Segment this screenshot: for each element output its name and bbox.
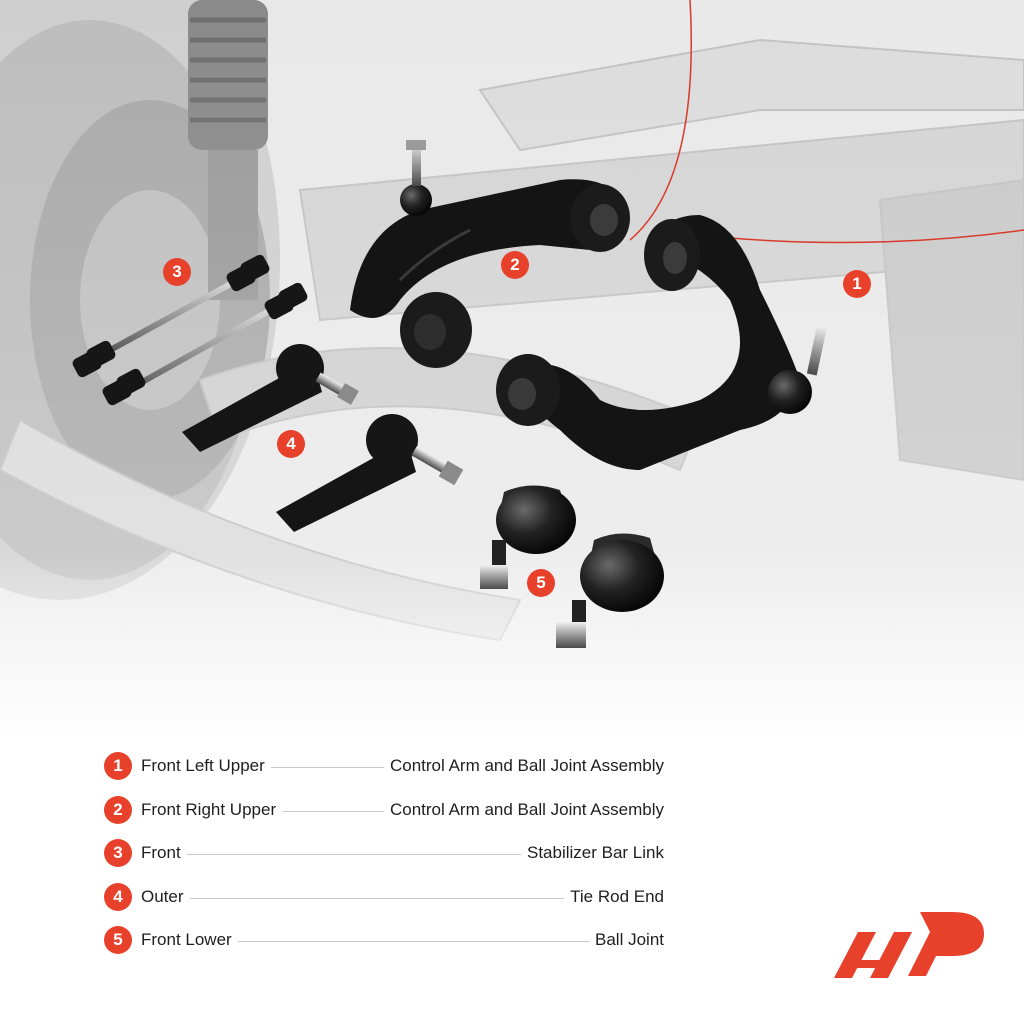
callout-2: 2 [501, 251, 529, 279]
legend-number: 5 [104, 926, 132, 954]
legend-number: 2 [104, 795, 132, 824]
legend-leader-line [189, 897, 565, 899]
legend-position: Front Left Upper [141, 756, 265, 775]
tie-rod-ends [182, 344, 464, 532]
legend-part-name: Ball Joint [595, 930, 664, 949]
legend-part-name: Stabilizer Bar Link [526, 843, 664, 862]
legend-part-name: Tie Rod End [570, 886, 664, 906]
scene-illustration [0, 0, 1024, 740]
callout-4: 4 [277, 430, 305, 458]
legend-position: Front Right Upper [141, 799, 277, 819]
legend-leader-line [237, 941, 590, 942]
callout-1: 1 [843, 270, 871, 298]
callout-5: 5 [527, 569, 555, 597]
legend-number: 4 [104, 882, 132, 911]
control-arm-left-upper [496, 215, 828, 470]
legend-row: 4 Outer Tie Rod End [104, 882, 664, 911]
ball-joints [480, 485, 664, 648]
legend-part-name: Control Arm and Ball Joint Assembly [389, 756, 664, 775]
accent-curve [629, 0, 692, 241]
legend-number: 3 [104, 839, 132, 867]
legend-row: 3 Front Stabilizer Bar Link [104, 839, 664, 867]
legend-leader-line [270, 767, 384, 768]
legend-number: 1 [104, 752, 132, 780]
legend-row: 2 Front Right Upper Control Arm and Ball… [104, 795, 664, 824]
stabilizer-bar-links [72, 254, 308, 406]
a-premium-logo-icon [834, 912, 984, 978]
accent-curve-2 [729, 229, 1024, 244]
legend-leader-line [186, 854, 521, 855]
legend-row: 5 Front Lower Ball Joint [104, 926, 664, 954]
control-arm-right-upper [350, 140, 630, 368]
product-scene: 1 2 3 4 5 [0, 0, 1024, 740]
legend-position: Front [141, 843, 181, 862]
legend-position: Outer [141, 886, 184, 906]
callout-3: 3 [163, 258, 191, 286]
parts-legend: 1 Front Left Upper Control Arm and Ball … [104, 752, 664, 970]
legend-row: 1 Front Left Upper Control Arm and Ball … [104, 752, 664, 780]
legend-position: Front Lower [141, 930, 232, 949]
legend-part-name: Control Arm and Ball Joint Assembly [389, 799, 664, 819]
legend-leader-line [282, 810, 384, 812]
